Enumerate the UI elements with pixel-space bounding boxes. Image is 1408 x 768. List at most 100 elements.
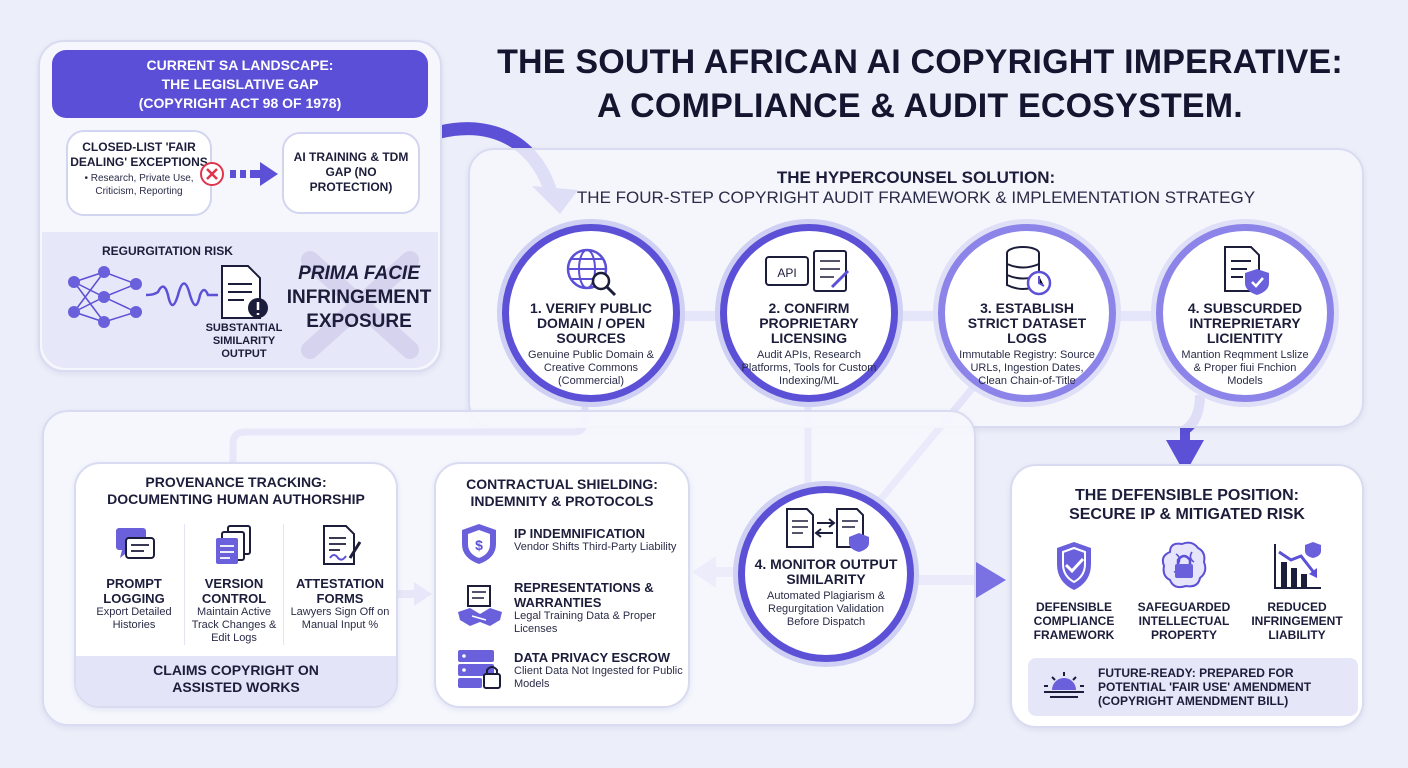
check-shield-icon [1054, 540, 1094, 592]
brain-lock-icon [1160, 540, 1208, 592]
sunrise-icon [1042, 670, 1086, 702]
provenance-item-1-title: PROMPT LOGGING [103, 576, 165, 606]
document-shield-icon [1219, 245, 1271, 297]
contractual-item-2-title: REPRESENTATIONS & WARRANTIES [514, 580, 654, 610]
contractual-header-line-1: CONTRACTUAL SHIELDING: [466, 476, 658, 492]
defensible-header-line-1: THE DEFENSIBLE POSITION: [1074, 487, 1299, 504]
contractual-header: CONTRACTUAL SHIELDING: INDEMNITY & PROTO… [440, 476, 684, 510]
api-contract-icon: API [764, 247, 854, 297]
provenance-item-3-desc: Lawyers Sign Off on Manual Input % [290, 606, 390, 631]
globe-search-icon [563, 247, 619, 297]
landscape-header-line-3: (COPYRIGHT ACT 98 OF 1978) [138, 95, 342, 111]
signal-wave-icon [146, 270, 218, 320]
dashed-arrow-icon [230, 160, 280, 188]
arrow-head-defensible-2 [976, 562, 1006, 598]
exposure-line-3: EXPOSURE [306, 311, 412, 332]
monitor-circle[interactable]: 4. MONITOR OUTPUT SIMILARITY Automated P… [738, 486, 914, 662]
step-4-circle[interactable]: 4. SUBSCURDED INTREPRIETARY LICIENTITY M… [1156, 224, 1334, 402]
defensible-item-1: DEFENSIBLE COMPLIANCE FRAMEWORK [1022, 540, 1126, 642]
title-line-1: THE SOUTH AFRICAN AI COPYRIGHT IMPERATIV… [497, 43, 1343, 81]
provenance-item-3: ATTESTATION FORMS Lawyers Sign Off on Ma… [286, 524, 394, 632]
solution-header: THE HYPERCOUNSEL SOLUTION: THE FOUR-STEP… [480, 168, 1352, 208]
signed-form-icon [318, 524, 362, 566]
defensible-item-3: REDUCED INFRINGEMENT LIABILITY [1244, 540, 1350, 642]
solution-header-line-1: THE HYPERCOUNSEL SOLUTION: [776, 168, 1056, 187]
step-1-desc: Genuine Public Domain & Creative Commons… [528, 349, 654, 387]
chat-log-icon [112, 524, 156, 566]
locked-server-icon [456, 646, 502, 690]
api-icon-label: API [777, 266, 796, 280]
regurgitation-label: REGURGITATION RISK [102, 244, 233, 258]
provenance-item-1: PROMPT LOGGING Export Detailed Histories [84, 524, 184, 632]
closed-list-title: CLOSED-LIST 'FAIR DEALING' EXCEPTIONS [70, 140, 208, 169]
future-ready-text: FUTURE-READY: PREPARED FOR POTENTIAL 'FA… [1098, 666, 1354, 708]
similarity-label: SUBSTANTIAL SIMILARITY OUTPUT [205, 322, 283, 360]
step-1-circle[interactable]: 1. VERIFY PUBLIC DOMAIN / OPEN SOURCES G… [502, 224, 680, 402]
provenance-item-1-desc: Export Detailed Histories [96, 606, 172, 631]
contractual-header-line-2: INDEMNITY & PROTOCOLS [470, 493, 654, 509]
gap-card: AI TRAINING & TDM GAP (NO PROTECTION) [282, 132, 420, 214]
step-2-desc: Audit APIs, Research Platforms, Tools fo… [741, 349, 877, 387]
version-stack-icon [212, 524, 256, 566]
solution-header-line-2: THE FOUR-STEP COPYRIGHT AUDIT FRAMEWORK … [576, 188, 1256, 207]
arrow-head-defensible [1166, 440, 1204, 474]
neural-network-icon [64, 262, 148, 332]
step-4-desc: Mantion Reqmment Lslize & Proper fiui Fn… [1181, 349, 1309, 387]
defensible-item-2: SAFEGUARDED INTELLECTUAL PROPERTY [1132, 540, 1236, 642]
provenance-item-2-title: VERSION CONTROL [201, 576, 267, 606]
blocked-x-icon [200, 162, 224, 186]
contractual-item-1-desc: Vendor Shifts Third-Party Liability [514, 541, 677, 553]
contractual-item-1: IP INDEMNIFICATION Vendor Shifts Third-P… [514, 526, 684, 554]
step-3-circle[interactable]: 3. ESTABLISH STRICT DATASET LOGS Immutab… [938, 224, 1116, 402]
contractual-item-3: DATA PRIVACY ESCROW Client Data Not Inge… [514, 650, 684, 691]
defensible-item-1-title: DEFENSIBLE COMPLIANCE FRAMEWORK [1033, 600, 1115, 642]
exposure-line-2: INFRINGEMENT [286, 287, 432, 308]
step-3-title: 3. ESTABLISH STRICT DATASET LOGS [967, 300, 1087, 346]
document-warning-icon [218, 264, 270, 322]
step-1-title: 1. VERIFY PUBLIC DOMAIN / OPEN SOURCES [530, 300, 652, 346]
defensible-header-line-2: SECURE IP & MITIGATED RISK [1069, 506, 1305, 523]
future-line-3: (COPYRIGHT AMENDMENT BILL) [1098, 694, 1289, 708]
compare-docs-icon [781, 505, 871, 553]
future-line-1: FUTURE-READY: PREPARED FOR [1098, 666, 1294, 680]
defensible-item-2-title: SAFEGUARDED INTELLECTUAL PROPERTY [1137, 600, 1231, 642]
monitor-title: 4. MONITOR OUTPUT SIMILARITY [754, 556, 898, 587]
contractual-item-2-desc: Legal Training Data & Proper Licenses [514, 610, 656, 635]
provenance-footer: CLAIMS COPYRIGHT ON ASSISTED WORKS [76, 656, 396, 706]
provenance-header: PROVENANCE TRACKING: DOCUMENTING HUMAN A… [82, 474, 390, 508]
defensible-header: THE DEFENSIBLE POSITION: SECURE IP & MIT… [1016, 486, 1358, 524]
contractual-item-3-desc: Client Data Not Ingested for Public Mode… [514, 665, 683, 690]
step-2-title: 2. CONFIRM PROPRIETARY LICENSING [759, 300, 859, 346]
provenance-header-line-2: DOCUMENTING HUMAN AUTHORSHIP [107, 491, 365, 507]
declining-chart-icon [1271, 540, 1323, 592]
contractual-item-1-title: IP INDEMNIFICATION [514, 526, 645, 541]
dollar-shield-icon: $ [458, 522, 500, 566]
defensible-item-3-title: REDUCED INFRINGEMENT LIABILITY [1251, 600, 1343, 642]
contractual-item-2: REPRESENTATIONS & WARRANTIES Legal Train… [514, 580, 684, 636]
provenance-item-2: VERSION CONTROL Maintain Active Track Ch… [184, 524, 284, 645]
step-3-desc: Immutable Registry: Source URLs, Ingesti… [959, 349, 1095, 387]
exposure-cross-mark [290, 250, 430, 360]
monitor-desc: Automated Plagiarism & Regurgitation Val… [767, 590, 885, 628]
landscape-header-line-1: CURRENT SA LANDSCAPE: [146, 57, 334, 73]
handshake-icon [456, 584, 504, 630]
step-2-circle[interactable]: API 2. CONFIRM PROPRIETARY LICENSING Aud… [720, 224, 898, 402]
gap-title: AI TRAINING & TDM GAP (NO PROTECTION) [293, 150, 409, 194]
landscape-header: CURRENT SA LANDSCAPE: THE LEGISLATIVE GA… [52, 50, 428, 118]
closed-list-desc: • Research, Private Use, Criticism, Repo… [84, 173, 194, 197]
exposure-line-1: PRIMA FACIE [298, 263, 420, 284]
svg-text:$: $ [475, 537, 483, 553]
step-4-title: 4. SUBSCURDED INTREPRIETARY LICIENTITY [1187, 300, 1303, 346]
exposure-text: PRIMA FACIE INFRINGEMENT EXPOSURE [284, 262, 434, 334]
contractual-item-3-title: DATA PRIVACY ESCROW [514, 650, 671, 665]
main-title: THE SOUTH AFRICAN AI COPYRIGHT IMPERATIV… [440, 40, 1400, 128]
closed-list-card: CLOSED-LIST 'FAIR DEALING' EXCEPTIONS • … [66, 130, 212, 216]
database-clock-icon [1001, 245, 1053, 297]
provenance-header-line-1: PROVENANCE TRACKING: [145, 474, 327, 490]
provenance-item-3-title: ATTESTATION FORMS [295, 576, 385, 606]
provenance-footer-text: CLAIMS COPYRIGHT ON ASSISTED WORKS [153, 662, 319, 695]
landscape-header-line-2: THE LEGISLATIVE GAP [161, 76, 319, 92]
provenance-item-2-desc: Maintain Active Track Changes & Edit Log… [191, 606, 277, 644]
title-line-2: A COMPLIANCE & AUDIT ECOSYSTEM. [597, 87, 1243, 125]
future-line-2: POTENTIAL 'FAIR USE' AMENDMENT [1098, 680, 1312, 694]
